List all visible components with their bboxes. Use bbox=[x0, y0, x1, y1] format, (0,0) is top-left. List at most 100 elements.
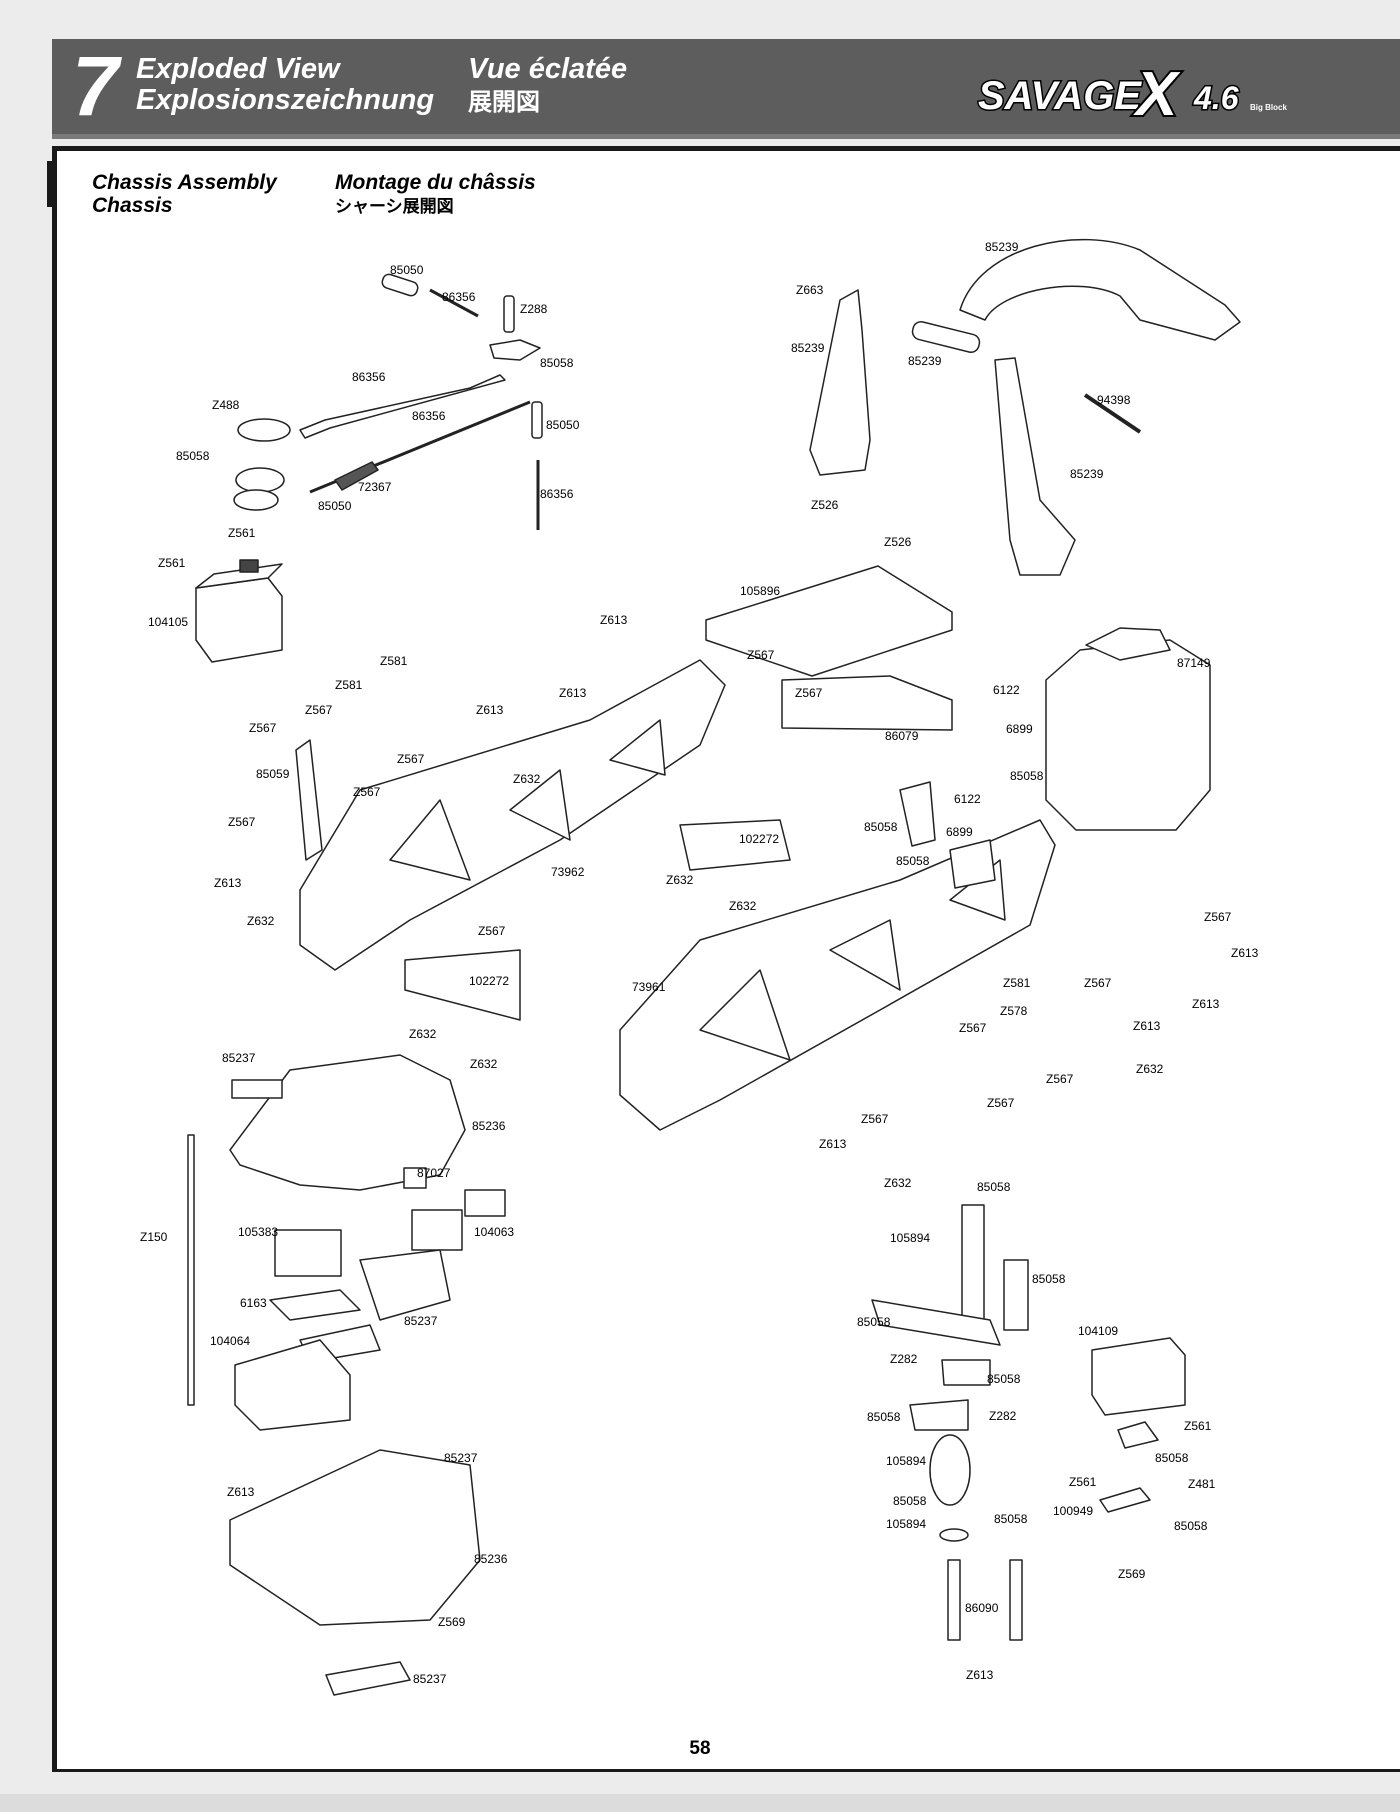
cage-right-strut bbox=[994, 357, 1076, 576]
part-label: 85237 bbox=[404, 1314, 438, 1328]
part-label: 85058 bbox=[1032, 1272, 1066, 1286]
part-label: Z567 bbox=[478, 924, 506, 938]
part-label: Z567 bbox=[1084, 976, 1112, 990]
part-label: 85058 bbox=[1174, 1519, 1208, 1533]
battery-holder-tray bbox=[359, 1249, 451, 1321]
part-label: Z561 bbox=[1184, 1419, 1212, 1433]
part-label: 87027 bbox=[417, 1166, 451, 1180]
part-label: 85058 bbox=[893, 1494, 927, 1508]
steering-bellcrank bbox=[489, 339, 541, 361]
part-label: 85237 bbox=[444, 1451, 478, 1465]
servo-top bbox=[195, 563, 283, 589]
chassis-brace bbox=[781, 675, 953, 731]
part-label: 85058 bbox=[176, 449, 210, 463]
part-label: 105894 bbox=[886, 1454, 926, 1468]
part-label: Z567 bbox=[305, 703, 333, 717]
part-label: Z613 bbox=[966, 1668, 994, 1682]
part-label: 85239 bbox=[791, 341, 825, 355]
part-label: Z613 bbox=[476, 703, 504, 717]
part-label: Z632 bbox=[409, 1027, 437, 1041]
servo-saver-body bbox=[235, 467, 285, 493]
part-label: Z567 bbox=[1046, 1072, 1074, 1086]
part-label: Z567 bbox=[747, 648, 775, 662]
roll-hoop bbox=[959, 238, 1241, 341]
part-label: 100949 bbox=[1053, 1504, 1093, 1518]
switch bbox=[411, 1209, 463, 1251]
part-label: 85239 bbox=[908, 354, 942, 368]
spring-cushion bbox=[334, 461, 379, 491]
part-label: 104105 bbox=[148, 615, 188, 629]
battery-pack bbox=[234, 1339, 351, 1431]
part-labels: 85050 86356 Z288 85058 86356 Z488 86356 … bbox=[140, 240, 1259, 1686]
part-label: 6122 bbox=[993, 683, 1020, 697]
part-label: 104109 bbox=[1078, 1324, 1118, 1338]
part-label: 87149 bbox=[1177, 656, 1211, 670]
cage-left-strut bbox=[809, 289, 871, 476]
steering-arm-small bbox=[941, 1359, 991, 1386]
steering-rod bbox=[429, 288, 479, 318]
logo-version: 4.6 bbox=[1193, 80, 1239, 116]
part-label: Z569 bbox=[438, 1615, 466, 1629]
part-label: 86356 bbox=[540, 487, 574, 501]
part-label: Z632 bbox=[470, 1057, 498, 1071]
antenna-tube bbox=[187, 1134, 195, 1406]
part-label: Z561 bbox=[158, 556, 186, 570]
part-label: 104064 bbox=[210, 1334, 250, 1348]
part-label: 85239 bbox=[1070, 467, 1104, 481]
part-label: Z613 bbox=[227, 1485, 255, 1499]
steering-post bbox=[381, 273, 419, 297]
part-label: Z632 bbox=[729, 899, 757, 913]
part-label: Z567 bbox=[987, 1096, 1015, 1110]
header-title-jp: 展開図 bbox=[468, 89, 540, 116]
logo-x: X bbox=[1133, 60, 1181, 127]
chapter-number: 7 bbox=[72, 39, 119, 133]
radio-box-gasket bbox=[325, 1661, 411, 1696]
part-label: 85058 bbox=[994, 1512, 1028, 1526]
part-label: Z632 bbox=[884, 1176, 912, 1190]
part-label: Z578 bbox=[1000, 1004, 1028, 1018]
pivot-post bbox=[531, 401, 543, 439]
part-label: 85050 bbox=[390, 263, 424, 277]
part-label: 86356 bbox=[352, 370, 386, 384]
part-label: Z567 bbox=[353, 785, 381, 799]
part-label: Z567 bbox=[249, 721, 277, 735]
header-title-en: Exploded View bbox=[136, 53, 340, 85]
post-1 bbox=[947, 1559, 961, 1641]
part-label: 85059 bbox=[256, 767, 290, 781]
part-label: Z613 bbox=[214, 876, 242, 890]
part-label: 85237 bbox=[413, 1672, 447, 1686]
steering-screw bbox=[503, 295, 515, 333]
part-label: Z481 bbox=[1188, 1477, 1216, 1491]
footer-bar bbox=[0, 1794, 1400, 1812]
servo-saver-top bbox=[237, 418, 291, 442]
part-label: 85058 bbox=[540, 356, 574, 370]
foam-pad bbox=[269, 1289, 361, 1321]
throttle-servo bbox=[1091, 1337, 1186, 1416]
part-label: Z561 bbox=[228, 526, 256, 540]
part-label: 94398 bbox=[1097, 393, 1131, 407]
part-label: 72367 bbox=[358, 480, 392, 494]
part-label: 73962 bbox=[551, 865, 585, 879]
part-label: 85239 bbox=[985, 240, 1019, 254]
radio-box-cover bbox=[229, 1054, 466, 1191]
page-number: 58 bbox=[689, 1738, 711, 1759]
part-label: Z282 bbox=[989, 1409, 1017, 1423]
servo-spline bbox=[239, 559, 259, 573]
cage-bolt bbox=[1083, 393, 1142, 434]
part-label: Z613 bbox=[1231, 946, 1259, 960]
part-label: Z613 bbox=[819, 1137, 847, 1151]
part-label: 85236 bbox=[472, 1119, 506, 1133]
section-tab bbox=[47, 161, 57, 207]
part-label: Z567 bbox=[397, 752, 425, 766]
part-label: 85058 bbox=[977, 1180, 1011, 1194]
receiver bbox=[274, 1229, 342, 1277]
part-label: 6899 bbox=[1006, 722, 1033, 736]
steering-arm bbox=[295, 739, 323, 861]
part-label: 105894 bbox=[890, 1231, 930, 1245]
plate-left-cutouts bbox=[389, 719, 666, 881]
part-label: Z632 bbox=[247, 914, 275, 928]
part-label: Z613 bbox=[1192, 997, 1220, 1011]
chassis-plate-left bbox=[299, 659, 726, 971]
chapter-header: 7 Exploded View Explosionszeichnung Vue … bbox=[52, 39, 1400, 139]
spring bbox=[929, 1434, 971, 1506]
